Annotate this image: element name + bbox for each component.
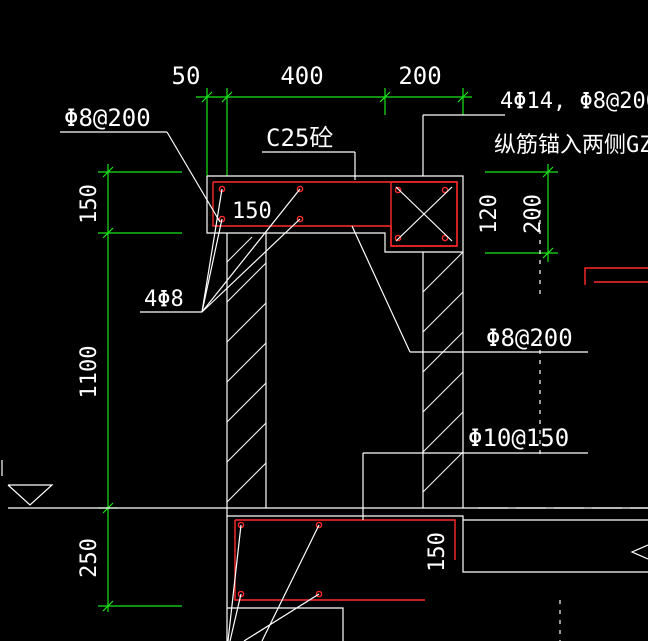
dim-top-200: 200 bbox=[398, 62, 441, 90]
dim-left-150: 150 bbox=[77, 184, 102, 224]
label-rebar-top-right: 4Φ14, Φ8@200 bbox=[500, 89, 648, 114]
label-stirrup-mid: Φ8@200 bbox=[486, 324, 573, 352]
wall-hatching bbox=[226, 236, 464, 503]
dim-inner-150: 150 bbox=[232, 199, 272, 224]
dim-right-200: 200 bbox=[521, 194, 546, 234]
annotation-text: 50 400 200 Φ8@200 C25砼 4Φ14, Φ8@200 纵筋锚入… bbox=[64, 62, 648, 578]
label-stirrup-top: Φ8@200 bbox=[64, 104, 151, 132]
dim-left-1100: 1100 bbox=[77, 346, 102, 399]
dim-left-250: 250 bbox=[77, 538, 102, 578]
structure-outline bbox=[1, 114, 648, 641]
label-concrete: C25砼 bbox=[266, 124, 333, 152]
dim-top-50: 50 bbox=[172, 62, 201, 90]
dim-right-120: 120 bbox=[477, 194, 502, 234]
dim-inner-150-bottom: 150 bbox=[425, 532, 450, 572]
label-anchor-note: 纵筋锚入两侧GZ 或K bbox=[494, 133, 648, 158]
label-wall-bars: Φ10@150 bbox=[468, 424, 569, 452]
leader-lines bbox=[60, 131, 588, 641]
column-cross-mark bbox=[395, 186, 453, 242]
label-corner-bars: 4Φ8 bbox=[144, 287, 184, 312]
dim-top-400: 400 bbox=[280, 62, 323, 90]
